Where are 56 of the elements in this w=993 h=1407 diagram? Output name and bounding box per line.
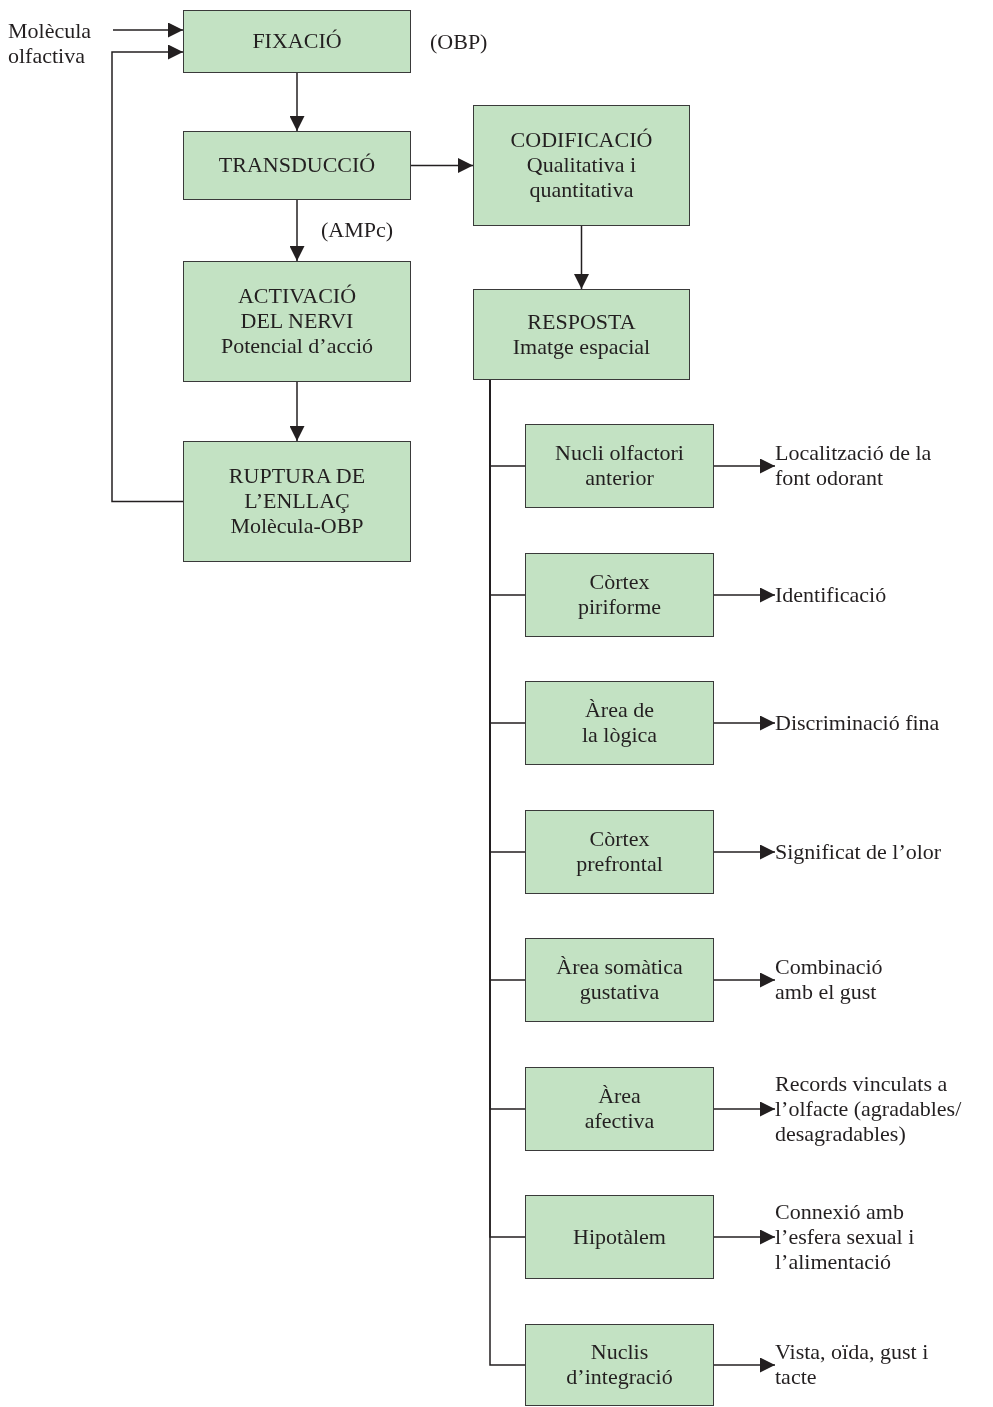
process-box	[525, 424, 714, 508]
box-title: Àrea somàtica gustativa	[555, 955, 684, 1005]
box-title: Còrtex piriforme	[576, 570, 663, 620]
arrow	[713, 844, 776, 860]
process-box	[525, 810, 714, 894]
arrow	[713, 587, 776, 603]
box-title: TRANSDUCCIÓ	[218, 153, 376, 178]
side-note: (OBP)	[430, 28, 488, 55]
annotation-text: Molècula olfactiva	[8, 19, 93, 69]
annotation-text: Significat de l’olor	[775, 839, 942, 865]
box-title: Àrea afectiva	[583, 1084, 656, 1134]
annotation-text: Records vinculats a l’olfacte (agradables/ desagradables)	[775, 1071, 963, 1147]
annotation-text: Connexió amb l’esfera sexual i l’alimentació	[775, 1199, 916, 1275]
annotation-text: Discriminació fina	[775, 710, 940, 736]
process-box	[525, 938, 714, 1022]
box-title: RUPTURA DE L’ENLLAÇ	[227, 464, 367, 514]
arrow	[713, 1357, 776, 1373]
process-box	[183, 261, 411, 382]
annotation-text: Identificació	[775, 582, 887, 608]
arrow	[713, 1229, 776, 1245]
arrow	[111, 44, 184, 503]
box-title: ACTIVACIÓ DEL NERVI	[236, 284, 358, 334]
arrow	[713, 715, 776, 731]
process-box	[473, 105, 690, 226]
box-title: Àrea de la lògica	[580, 698, 659, 748]
box-title: CODIFICACIÓ	[510, 128, 653, 154]
arrow	[574, 225, 589, 290]
process-box	[525, 553, 714, 637]
process-box	[183, 441, 411, 562]
box-subtitle: Potencial d’acció	[220, 333, 374, 359]
box-title: Nuclis d’integració	[565, 1340, 674, 1390]
process-box	[183, 131, 411, 200]
arrow	[713, 1101, 776, 1117]
box-title: FIXACIÓ	[252, 29, 342, 54]
box-subtitle: Qualitativa i quantitativa	[525, 153, 638, 203]
arrow	[289, 199, 305, 262]
box-title: Còrtex prefrontal	[575, 827, 664, 877]
annotation-text: Combinació amb el gust	[775, 955, 884, 1005]
arrow	[713, 458, 776, 474]
annotation-text: Vista, oïda, gust i tacte	[775, 1340, 930, 1390]
arrow	[289, 381, 305, 442]
annotation-text: Localització de la font odorant	[775, 441, 933, 491]
arrow	[713, 972, 776, 988]
arrow	[112, 22, 184, 38]
box-subtitle: Imatge espacial	[512, 334, 651, 360]
process-box	[525, 1195, 714, 1279]
box-title: RESPOSTA	[527, 309, 636, 335]
process-box	[525, 1324, 714, 1406]
process-box	[525, 1067, 714, 1151]
box-title: Nucli olfactori anterior	[554, 441, 685, 491]
box-subtitle: Molècula-OBP	[230, 513, 364, 539]
arrow	[410, 158, 474, 173]
process-box	[525, 681, 714, 765]
box-title: Hipotàlem	[573, 1224, 666, 1250]
process-box	[473, 289, 690, 380]
arrow	[289, 72, 305, 132]
